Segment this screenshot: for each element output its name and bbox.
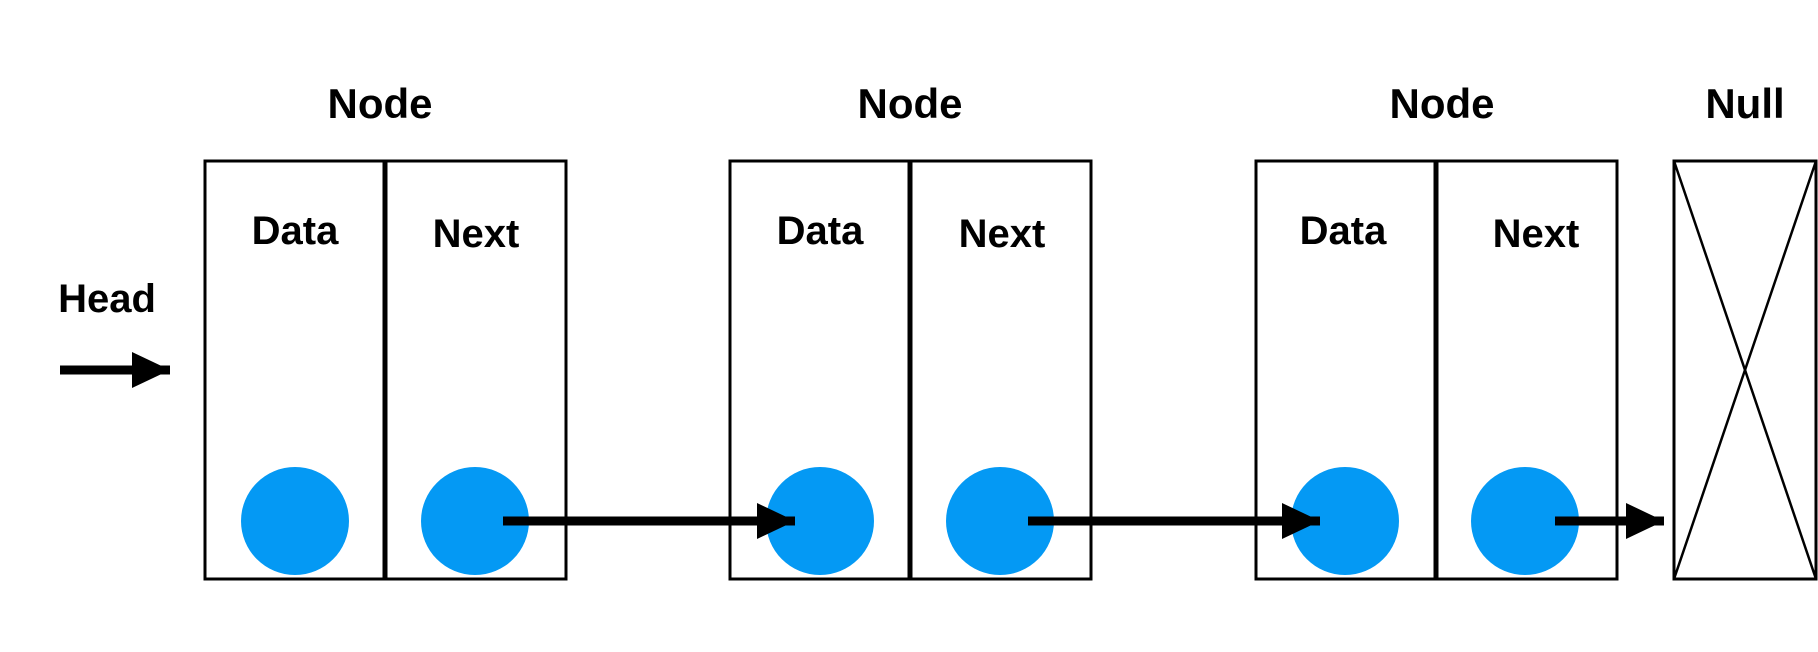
node-3-next-label: Next bbox=[1493, 212, 1580, 256]
node-1-data-label: Data bbox=[252, 209, 339, 253]
node-2-title: Node bbox=[858, 80, 963, 127]
node-1-title: Node bbox=[328, 80, 433, 127]
head-label: Head bbox=[58, 277, 156, 321]
node-2-next-label: Next bbox=[959, 212, 1046, 256]
node-2-data-dot bbox=[766, 467, 874, 575]
node-3: Node Data Next bbox=[1254, 80, 1619, 581]
node-3-data-label: Data bbox=[1300, 209, 1387, 253]
node-3-data-dot bbox=[1291, 467, 1399, 575]
node-3-next-dot bbox=[1471, 467, 1579, 575]
null-box-cross-2 bbox=[1672, 160, 1818, 580]
null-box: Null bbox=[1672, 80, 1818, 581]
null-label: Null bbox=[1705, 80, 1784, 127]
node-3-title: Node bbox=[1390, 80, 1495, 127]
node-2-next-dot bbox=[946, 467, 1054, 575]
null-box-rect bbox=[1672, 159, 1818, 581]
node-1-next-dot bbox=[421, 467, 529, 575]
node-1-next-label: Next bbox=[433, 212, 520, 256]
node-2-data-label: Data bbox=[777, 209, 864, 253]
node-1: Node Data Next bbox=[203, 80, 568, 581]
node-2: Node Data Next bbox=[728, 80, 1093, 581]
node-1-data-dot bbox=[241, 467, 349, 575]
